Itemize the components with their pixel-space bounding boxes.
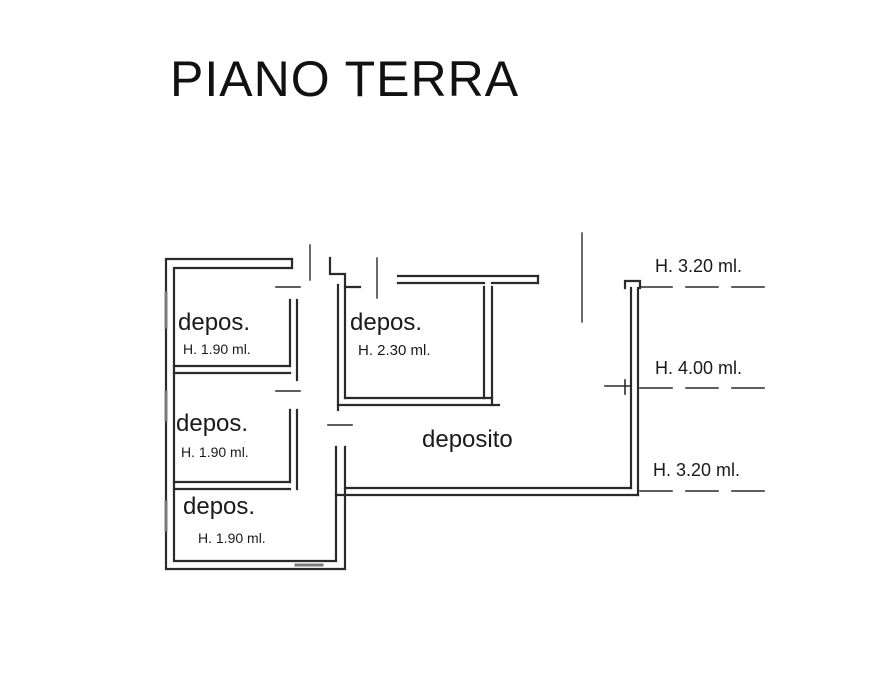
room-3-height: H. 1.90 ml. [181, 444, 249, 460]
level-lines [639, 286, 776, 492]
left-block-walls [164, 257, 347, 571]
room-4-height: H. 1.90 ml. [198, 530, 266, 546]
room-2-height: H. 2.30 ml. [358, 342, 431, 359]
left-windows [164, 291, 324, 567]
room-1-height: H. 1.90 ml. [183, 341, 251, 357]
room-3-label: depos. [176, 410, 249, 437]
room-4-label: depos. [183, 493, 256, 520]
elevation-2: H. 4.00 ml. [655, 358, 743, 378]
deposito-walls [334, 232, 642, 497]
room-5-label: deposito [422, 426, 513, 453]
elevation-1: H. 3.20 ml. [655, 256, 743, 276]
room-2-label: depos. [350, 309, 423, 336]
room-1-label: depos. [178, 309, 251, 336]
middle-room-walls [309, 244, 540, 426]
elevation-3: H. 3.20 ml. [653, 460, 741, 480]
page-title: PIANO TERRA [170, 51, 520, 107]
